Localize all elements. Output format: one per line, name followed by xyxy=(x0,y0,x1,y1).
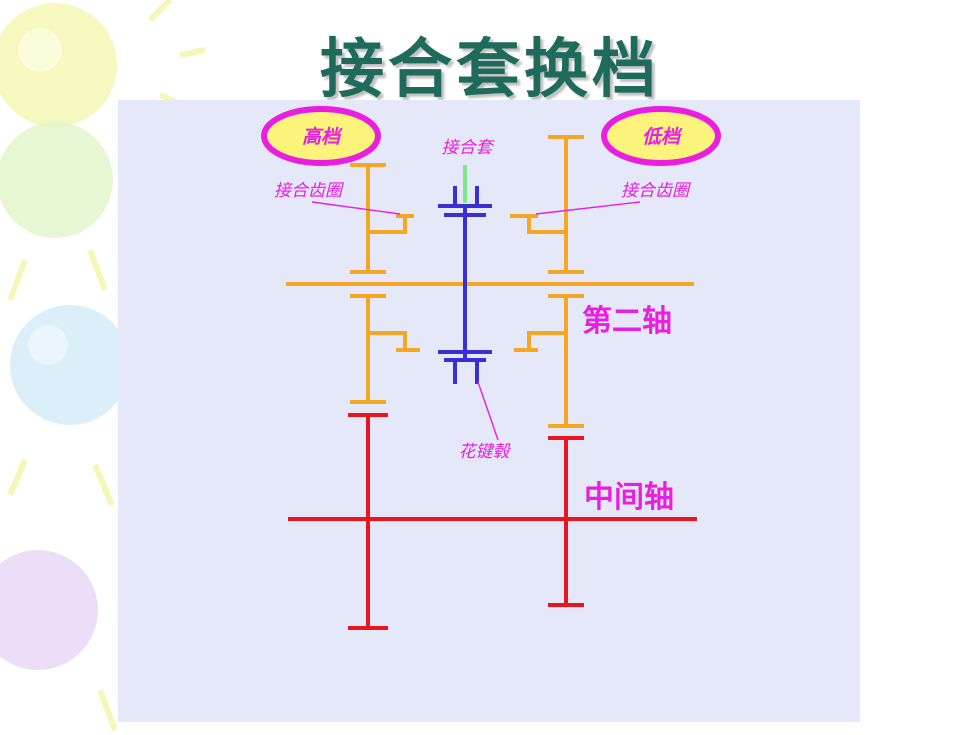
ring-right-label: 接合齿圈 xyxy=(621,181,692,201)
diagram-panel xyxy=(118,100,860,722)
balloon-purple-icon xyxy=(0,550,98,670)
high-gear-label: 高档 xyxy=(302,126,343,148)
balloon-green-icon xyxy=(0,122,113,238)
ring-left-label: 接合齿圈 xyxy=(274,181,345,201)
second-shaft-label: 第二轴 xyxy=(582,304,672,339)
low-gear-badge: 低档 xyxy=(601,106,721,166)
sleeve-and-hub xyxy=(438,186,492,384)
low-gear-label: 低档 xyxy=(642,126,683,148)
spline-hub-label: 花键毂 xyxy=(459,442,512,462)
high-gear-badge: 高档 xyxy=(261,106,381,166)
leader-lines xyxy=(311,201,641,441)
counter-shaft xyxy=(288,413,697,630)
page-title: 接合套换档 xyxy=(320,32,660,107)
counter-shaft-label: 中间轴 xyxy=(584,480,674,515)
sleeve-label: 接合套 xyxy=(442,138,496,158)
balloon-yellow-icon xyxy=(0,3,117,127)
second-shaft xyxy=(286,135,694,428)
balloon-blue-icon xyxy=(10,305,130,425)
